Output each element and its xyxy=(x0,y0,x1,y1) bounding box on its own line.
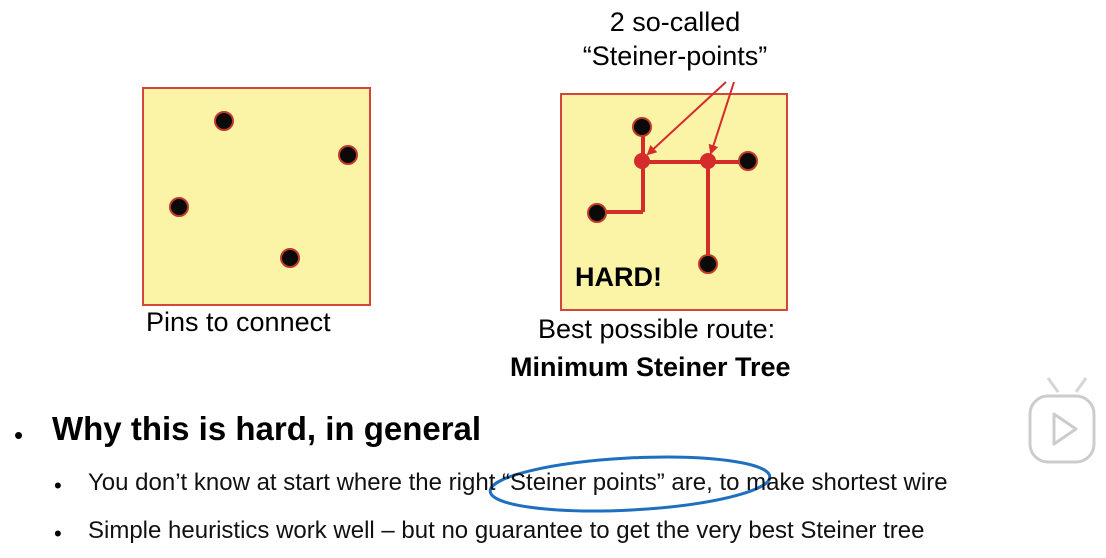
sub-bullet: • xyxy=(54,521,62,546)
steiner-point xyxy=(634,153,650,169)
pin xyxy=(587,203,607,223)
hard-label: HARD! xyxy=(575,262,662,292)
pins-caption: Pins to connect xyxy=(146,307,331,337)
pin xyxy=(338,145,358,165)
pin xyxy=(214,111,234,131)
section-heading: Why this is hard, in general xyxy=(52,410,482,447)
steiner-point xyxy=(700,153,716,169)
annotation-line-1: 2 so-called xyxy=(609,7,741,37)
route-caption: Best possible route: xyxy=(538,314,776,344)
steiner-tree-title: Minimum Steiner Tree xyxy=(510,352,791,382)
heading-bullet: • xyxy=(14,420,24,450)
pin xyxy=(280,248,300,268)
pin xyxy=(698,254,718,274)
pin xyxy=(632,117,652,137)
pin xyxy=(738,151,758,171)
pins-panel xyxy=(142,87,371,306)
play-icon xyxy=(1028,377,1096,464)
sub-bullet: • xyxy=(54,473,62,498)
steiner-points-annotation: 2 so-called “Steiner-points” xyxy=(560,5,790,73)
pin xyxy=(169,197,189,217)
bullet-item-1: You don’t know at start where the right … xyxy=(88,469,948,496)
annotation-line-2: “Steiner-points” xyxy=(582,41,768,71)
bullet-item-2: Simple heuristics work well – but no gua… xyxy=(88,517,925,544)
